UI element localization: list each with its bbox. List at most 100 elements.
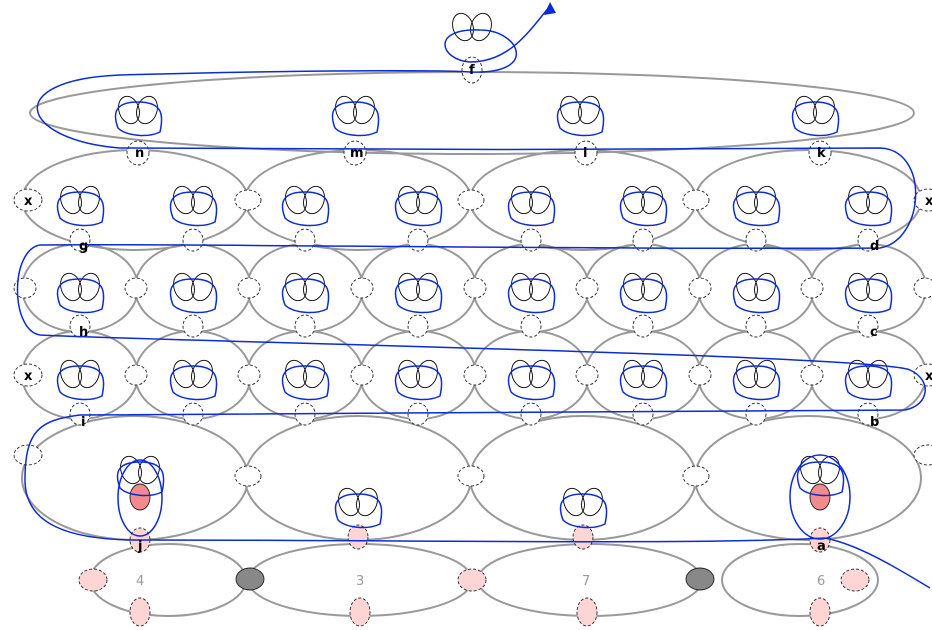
node-row3-0 xyxy=(69,402,91,426)
node-small-j2-3 xyxy=(463,364,487,386)
leaf-right-23 xyxy=(303,359,325,389)
blue-loop-24 xyxy=(507,365,556,401)
blue-loop-red-left xyxy=(117,459,163,537)
loop-row5-4 xyxy=(721,543,879,617)
node-junction-mid-1 xyxy=(457,465,485,487)
leaf-right-12 xyxy=(866,185,888,215)
leaf-left-23 xyxy=(285,359,307,389)
node-red-left xyxy=(129,483,151,511)
leaf-right-21 xyxy=(78,359,100,389)
label-j: j xyxy=(137,539,142,554)
node-row3-3 xyxy=(407,402,429,426)
blue-loop-18 xyxy=(732,278,781,314)
node-row1-1 xyxy=(182,228,204,252)
node-junction-top-1 xyxy=(457,189,485,211)
label-k: k xyxy=(817,146,826,161)
leaf-left-13 xyxy=(60,272,82,302)
leaf-right-8 xyxy=(416,185,438,215)
node-row2-1 xyxy=(182,314,204,338)
leaf-left-1 xyxy=(118,95,140,125)
blue-loop-6 xyxy=(281,191,330,227)
node-row3-4 xyxy=(520,402,542,426)
leaf-right-11 xyxy=(754,185,776,215)
leaf-left-16 xyxy=(398,272,420,302)
label-a: a xyxy=(817,539,826,554)
node-row2-3 xyxy=(407,314,429,338)
node-x-left-top xyxy=(13,188,43,212)
loop-row4-4 xyxy=(694,415,922,541)
leaf-left-15 xyxy=(285,272,307,302)
node-left-mid xyxy=(13,444,43,466)
node-pink-right xyxy=(840,568,870,592)
leaf-right-5 xyxy=(78,185,100,215)
node-row2-6 xyxy=(745,314,767,338)
blue-loop-19 xyxy=(844,278,893,314)
node-junction-top-2 xyxy=(682,189,710,211)
leaf-right-1 xyxy=(136,95,158,125)
node-row2-7 xyxy=(857,314,879,338)
leaf-left-6 xyxy=(173,185,195,215)
leaf-right-7 xyxy=(303,185,325,215)
leaf-left-7 xyxy=(285,185,307,215)
node-row2-5 xyxy=(632,314,654,338)
blue-loop-23 xyxy=(394,365,443,401)
node-row1-7 xyxy=(857,228,879,252)
label-g: g xyxy=(79,239,88,254)
node-f xyxy=(461,56,483,84)
node-pink-bottom-1 xyxy=(129,597,151,627)
blue-loop-15 xyxy=(394,278,443,314)
blue-loop-11 xyxy=(844,191,893,227)
node-row2-left-edge xyxy=(13,277,37,299)
label-m: m xyxy=(350,146,364,161)
blue-loop-7 xyxy=(394,191,443,227)
node-pink-mid xyxy=(457,568,487,592)
leaf-right-3 xyxy=(578,95,600,125)
blue-arrow-head xyxy=(544,2,556,15)
node-row3-7 xyxy=(857,402,879,426)
node-small-j1-2 xyxy=(350,277,374,299)
blue-loop-8 xyxy=(507,191,556,227)
leaf-right-28 xyxy=(866,359,888,389)
node-row1-4 xyxy=(520,228,542,252)
leaf-right-10 xyxy=(641,185,663,215)
node-row1-5 xyxy=(632,228,654,252)
node-small-j1-5 xyxy=(688,277,712,299)
blue-loop-29 xyxy=(334,493,383,529)
leaf-left-0 xyxy=(452,12,474,42)
label-h: h xyxy=(79,325,88,340)
node-red-right xyxy=(809,483,831,511)
node-pink-bottom-2 xyxy=(349,597,371,627)
node-row2-right-edge xyxy=(913,277,932,299)
leaf-right-15 xyxy=(303,272,325,302)
blue-node-loops xyxy=(56,101,893,540)
node-row3-5 xyxy=(632,402,654,426)
leaf-right-9 xyxy=(529,185,551,215)
bottom-numbers: 4 3 7 6 xyxy=(136,574,825,589)
blue-loop-10 xyxy=(732,191,781,227)
blue-loop-0 xyxy=(114,101,163,137)
leaf-left-32 xyxy=(800,455,822,485)
leaf-left-3 xyxy=(560,95,582,125)
blue-loop-13 xyxy=(169,278,218,314)
node-x-left-mid xyxy=(13,363,43,387)
label-l: l xyxy=(583,146,587,161)
node-small-j1-0 xyxy=(124,277,148,299)
node-k xyxy=(808,140,832,166)
node-dark-right xyxy=(685,567,715,591)
loop-top xyxy=(29,71,915,155)
gray-loops xyxy=(21,71,927,617)
blue-loop-26 xyxy=(732,365,781,401)
label-i: i xyxy=(81,415,85,430)
leaf-right-0 xyxy=(470,12,492,42)
label-n: n xyxy=(135,146,144,161)
node-junction-mid-2 xyxy=(682,465,710,487)
blue-loop-4 xyxy=(56,191,105,227)
leaf-right-2 xyxy=(353,95,375,125)
blue-loop-31 xyxy=(796,461,845,497)
blue-loop-25 xyxy=(619,365,668,401)
label-c: c xyxy=(870,325,878,340)
leaf-left-30 xyxy=(338,487,360,517)
node-row1-0 xyxy=(69,228,91,252)
blue-loop-21 xyxy=(169,365,218,401)
leaf-left-14 xyxy=(173,272,195,302)
